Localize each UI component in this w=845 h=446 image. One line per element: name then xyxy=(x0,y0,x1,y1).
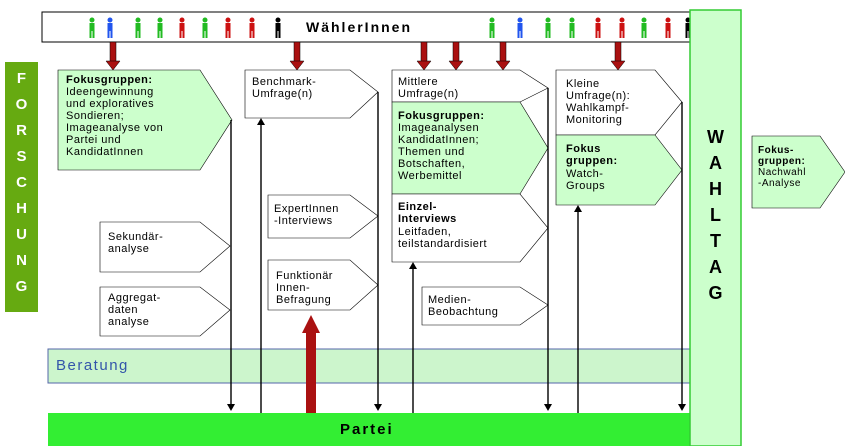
election-day-letter: W xyxy=(707,127,724,147)
research-letter: U xyxy=(16,226,27,243)
research-letter: O xyxy=(15,96,28,113)
medium-survey-label: Mittlere Umfrage(n) xyxy=(398,76,459,100)
voters-people-group xyxy=(89,17,691,38)
person-icon xyxy=(225,17,231,38)
focus-group-watch-title: Fokus gruppen: xyxy=(566,143,618,167)
person-icon xyxy=(135,17,141,38)
benchmark-survey-box xyxy=(244,69,379,119)
black-arrow xyxy=(544,88,552,411)
person-icon xyxy=(665,17,671,38)
red-arrows-group xyxy=(105,41,626,71)
research-letter: S xyxy=(16,148,27,165)
big-red-up-arrow xyxy=(302,315,320,413)
consulting-label: Beratung xyxy=(56,357,129,374)
election-day-letter: T xyxy=(710,231,721,251)
party-label: Partei xyxy=(340,421,394,438)
expert-interviews-label: ExpertInnen -Interviews xyxy=(274,203,339,227)
focus-group-image-title: Fokusgruppen: xyxy=(398,110,485,122)
party-band xyxy=(48,413,694,446)
research-column xyxy=(5,62,38,312)
black-arrow xyxy=(374,92,382,411)
person-icon xyxy=(179,17,185,38)
black-arrow xyxy=(678,102,686,411)
focus-group-watch-box xyxy=(555,134,683,206)
focus-group-image-box xyxy=(391,101,549,195)
voters-label: WählerInnen xyxy=(306,19,413,35)
single-interviews-title: Einzel- Interviews xyxy=(398,201,457,225)
research-letter: R xyxy=(16,122,27,139)
secondary-analysis-label: Sekundär- analyse xyxy=(108,231,164,255)
research-letter: F xyxy=(16,70,27,87)
small-survey-box xyxy=(555,69,683,136)
focus-group-watch-text: Watch- Groups xyxy=(566,168,606,192)
election-day-letter: G xyxy=(708,283,723,303)
benchmark-survey-label: Benchmark- Umfrage(n) xyxy=(252,76,317,100)
person-icon xyxy=(202,17,208,38)
black-arrow xyxy=(227,120,235,411)
media-monitoring-label: Medien- Beobachtung xyxy=(428,294,499,318)
person-icon xyxy=(107,17,113,38)
person-icon xyxy=(249,17,255,38)
person-icon xyxy=(595,17,601,38)
black-arrows-group xyxy=(227,88,686,413)
person-icon xyxy=(619,17,625,38)
black-arrow xyxy=(409,262,417,413)
person-icon xyxy=(545,17,551,38)
media-monitoring-box xyxy=(421,286,549,326)
red-down-arrow xyxy=(448,41,464,71)
focus-group-ideas-text: Ideengewinnung und exploratives Sondiere… xyxy=(66,86,164,158)
person-icon xyxy=(489,17,495,38)
person-icon xyxy=(641,17,647,38)
functionary-survey-box xyxy=(267,259,379,311)
person-icon xyxy=(569,17,575,38)
election-day-column xyxy=(689,9,742,446)
voters-bar xyxy=(41,11,693,43)
election-day-letter: A xyxy=(709,257,722,277)
research-label: F O R S C H U N G xyxy=(5,66,38,300)
secondary-analysis-box xyxy=(99,221,231,273)
consulting-band xyxy=(47,348,695,384)
aggregate-analysis-label: Aggregat- daten analyse xyxy=(108,292,161,328)
focus-group-ideas-box xyxy=(57,69,233,171)
red-down-arrow xyxy=(289,41,305,71)
aggregate-analysis-box xyxy=(99,286,231,337)
election-day-letter: L xyxy=(710,205,721,225)
black-arrow xyxy=(257,118,265,413)
medium-survey-box xyxy=(391,69,549,103)
research-letter: H xyxy=(16,200,27,217)
election-day-letter: A xyxy=(709,153,722,173)
focus-group-postelection-title: Fokus- gruppen: xyxy=(758,145,806,167)
single-interviews-text: Leitfaden, teilstandardisiert xyxy=(398,226,488,250)
red-down-arrow xyxy=(610,41,626,71)
person-icon xyxy=(275,17,281,38)
red-down-arrow xyxy=(416,41,432,71)
research-letter: C xyxy=(16,174,27,191)
research-letter: G xyxy=(15,278,28,295)
focus-group-postelection-text: Nachwahl -Analyse xyxy=(758,167,806,189)
person-icon xyxy=(89,17,95,38)
black-arrow xyxy=(574,205,582,413)
small-survey-label: Kleine Umfrage(n): Wahlkampf- Monitoring xyxy=(566,78,631,126)
person-icon xyxy=(517,17,523,38)
focus-group-ideas-title: Fokusgruppen: xyxy=(66,74,153,86)
red-down-arrow xyxy=(495,41,511,71)
research-letter: N xyxy=(16,252,27,269)
red-down-arrow xyxy=(105,41,121,71)
election-day-label: W A H L T A G xyxy=(690,124,741,306)
functionary-survey-label: Funktionär Innen- Befragung xyxy=(276,270,333,306)
single-interviews-box xyxy=(391,193,549,263)
focus-group-image-text: Imageanalysen KandidatInnen; Themen und … xyxy=(398,122,480,182)
election-day-letter: H xyxy=(709,179,722,199)
expert-interviews-box xyxy=(267,194,379,239)
focus-group-postelection-box xyxy=(751,135,845,209)
person-icon xyxy=(157,17,163,38)
